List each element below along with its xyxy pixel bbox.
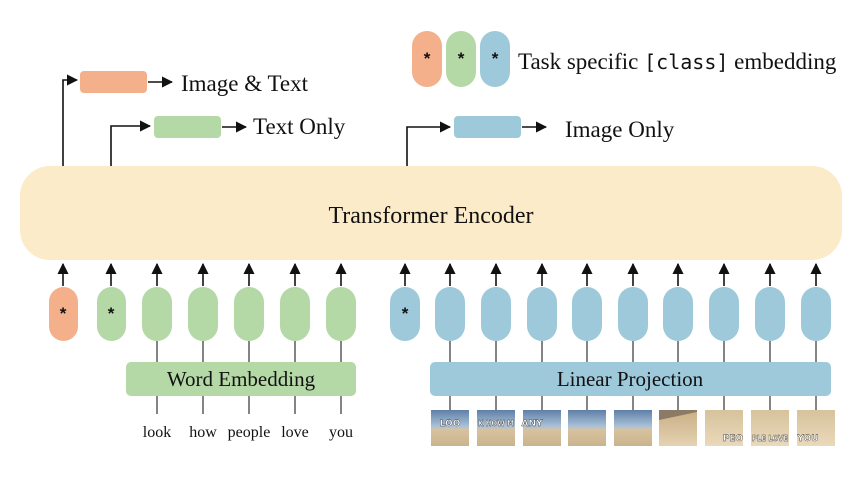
patch-token — [663, 287, 693, 341]
legend-green-token — [446, 31, 476, 87]
patch-tokens — [435, 287, 831, 341]
legend-text: Task specific [class] embedding — [518, 49, 837, 74]
image-patch-caption: YOU — [796, 434, 818, 444]
legend-green-marker: * — [458, 49, 465, 68]
patch-token — [755, 287, 785, 341]
linear-projection-label: Linear Projection — [557, 367, 704, 391]
image-patch-caption: ANY — [521, 419, 542, 429]
class-token-text-marker: * — [108, 304, 115, 323]
token-embedding-connectors — [156, 341, 817, 362]
input-word: how — [189, 424, 217, 441]
patch-token — [572, 287, 602, 341]
input-word: love — [281, 424, 309, 441]
legend-orange-marker: * — [424, 49, 431, 68]
word-tokens — [142, 287, 356, 341]
linear-projection-block — [430, 362, 831, 396]
patch-token — [481, 287, 511, 341]
image-patch: LOO — [431, 410, 469, 446]
legend-blue-marker: * — [492, 49, 499, 68]
image-patch: K HOW M — [477, 410, 515, 446]
image-patches: LOO K HOW M ANY PEO PLE LOVE — [431, 410, 835, 446]
image-patch: PLE LOVE — [751, 410, 789, 446]
image-text-label: Image & Text — [181, 71, 309, 96]
output-image-only: Image Only — [406, 116, 675, 166]
patch-token — [435, 287, 465, 341]
image-patch-caption: LOO — [440, 419, 461, 429]
image-patch: ANY — [521, 410, 561, 446]
word-token — [188, 287, 218, 341]
patch-token — [801, 287, 831, 341]
text-only-token — [154, 116, 221, 138]
class-token-image-text — [49, 287, 78, 341]
word-token — [326, 287, 356, 341]
patch-token — [618, 287, 648, 341]
image-patch — [614, 410, 652, 446]
image-text-token — [80, 71, 147, 93]
input-word: look — [143, 424, 171, 441]
class-token-image-marker: * — [402, 304, 409, 323]
legend-blue-token — [480, 31, 510, 87]
image-text-connector — [62, 74, 79, 166]
image-only-label: Image Only — [565, 117, 675, 142]
output-text-only: Text Only — [110, 114, 346, 166]
image-patch-caption: PEO — [723, 434, 744, 444]
word-token — [234, 287, 264, 341]
class-token-image — [390, 287, 420, 341]
word-embedding-block — [126, 362, 356, 396]
input-word: people — [228, 424, 271, 441]
image-patch — [568, 410, 606, 446]
legend-orange-token — [412, 31, 442, 87]
image-patch: PEO — [705, 410, 744, 446]
token-arrows — [57, 262, 822, 286]
legend: * * * Task specific [class] embedding — [412, 31, 837, 87]
image-only-token — [454, 116, 521, 138]
image-patch: YOU — [796, 410, 835, 446]
text-only-connector — [110, 120, 152, 166]
class-token-image-text-marker: * — [60, 304, 67, 323]
word-embedding-label: Word Embedding — [167, 367, 316, 391]
patch-token — [527, 287, 557, 341]
image-patch-caption: PLE LOVE — [752, 434, 788, 443]
output-image-text: Image & Text — [62, 71, 309, 166]
input-word: you — [329, 424, 353, 441]
image-patch-caption: K HOW M — [478, 419, 514, 428]
transformer-encoder-block — [20, 166, 842, 260]
patch-token — [709, 287, 739, 341]
input-words: look how people love you — [143, 424, 353, 441]
class-token-text — [97, 287, 126, 341]
word-token — [280, 287, 310, 341]
word-token — [142, 287, 172, 341]
image-patch — [659, 410, 697, 446]
image-only-connector — [406, 121, 452, 166]
legend-text-prefix: Task specific — [518, 49, 644, 74]
input-connectors — [156, 396, 817, 414]
transformer-encoder-label: Transformer Encoder — [328, 203, 533, 229]
text-only-label: Text Only — [253, 114, 346, 139]
legend-text-suffix: embedding — [728, 49, 836, 74]
legend-text-code: [class] — [644, 50, 728, 74]
